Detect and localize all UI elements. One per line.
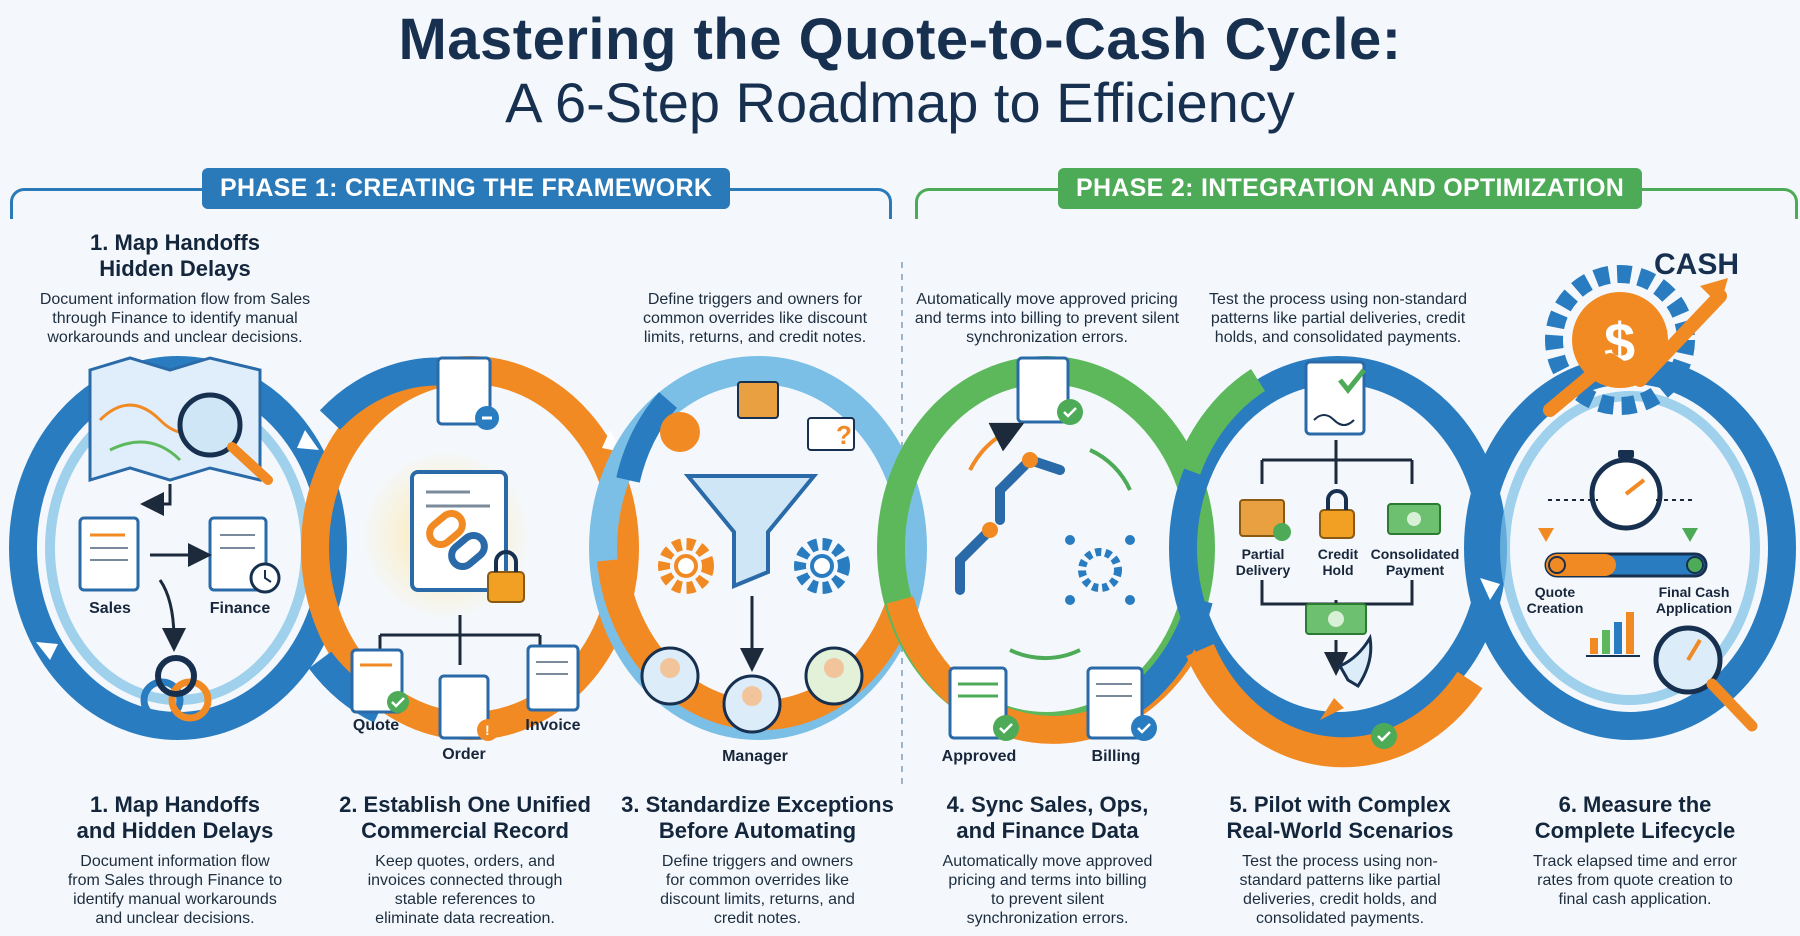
approved-pricing-doc-icon <box>1016 356 1083 425</box>
svg-text:?: ? <box>836 420 852 450</box>
step3-top-description: Define triggers and owners for common ov… <box>642 291 868 346</box>
cash-stack-icon <box>1387 503 1441 535</box>
magnifier-icon <box>177 392 273 485</box>
label-sales: Sales <box>89 600 131 617</box>
gauge-magnifier-icon <box>1653 625 1758 732</box>
step1-description: Document information flow from Sales thr… <box>67 853 283 927</box>
network-gear-icon <box>1065 535 1135 605</box>
step6-title: 6. Measure the Complete Lifecycle <box>1534 792 1736 843</box>
label-quote-creation: Quote Creation <box>1526 584 1584 616</box>
billing-document-icon <box>1086 666 1157 741</box>
label-final-cash-application: Final Cash Application <box>1655 584 1733 616</box>
cash-label: CASH <box>1654 248 1740 281</box>
step2-title: 2. Establish One Unified Commercial Reco… <box>339 792 591 843</box>
step5-title: 5. Pilot with Complex Real-World Scenari… <box>1226 792 1454 843</box>
step4-description: Automatically move approved pricing and … <box>942 853 1153 927</box>
step5-top-description: Test the process using non-standard patt… <box>1209 291 1467 346</box>
label-quote: Quote <box>352 717 400 734</box>
knot-icon <box>140 655 212 722</box>
step3-title: 3. Standardize Exceptions Before Automat… <box>621 792 894 843</box>
step3-description: Define triggers and owners for common ov… <box>660 853 855 927</box>
approved-sheet-icon <box>948 666 1019 741</box>
chain-link-icon <box>426 510 488 570</box>
phase2-label: PHASE 2: INTEGRATION AND OPTIMIZATION <box>1058 168 1643 209</box>
gear-icon-blue <box>794 538 850 594</box>
label-manager: Manager <box>722 748 788 765</box>
linked-document-icon <box>436 356 499 430</box>
label-order: Order <box>442 746 486 763</box>
quote-document-icon <box>350 648 409 714</box>
svg-text:!: ! <box>485 722 490 738</box>
phase1-label: PHASE 1: CREATING THE FRAMEWORK <box>202 168 731 209</box>
gear-icon-orange <box>658 538 714 594</box>
step1-top-description: Document information flow from Sales thr… <box>39 291 311 346</box>
ring-step6 <box>1464 356 1796 740</box>
rocket-icon <box>1320 633 1397 749</box>
label-credit-hold: Credit Hold <box>1317 546 1359 578</box>
page-title: Mastering the Quote-to-Cash Cycle: <box>398 7 1402 72</box>
label-approved: Approved <box>941 748 1017 765</box>
cash-gear-icon: $ <box>1543 265 1728 417</box>
timeline-bar-icon <box>1544 552 1708 578</box>
order-document-icon: ! <box>438 674 499 741</box>
robot-arm-icon <box>955 452 1065 595</box>
finance-document-icon <box>208 516 281 594</box>
step1-title: 1. Map Handoffs and Hidden Delays <box>76 792 274 843</box>
label-partial-delivery: Partial Delivery <box>1235 546 1291 578</box>
funnel-icon <box>683 474 819 589</box>
label-finance: Finance <box>209 600 271 617</box>
padlock-icon <box>487 550 525 603</box>
exception-icons: ? <box>660 381 855 452</box>
page-subtitle: A 6-Step Roadmap to Efficiency <box>505 71 1295 134</box>
invoice-document-icon <box>526 644 580 712</box>
step6-description: Track elapsed time and error rates from … <box>1533 853 1737 908</box>
step1-top-heading: 1. Map Handoffs Hidden Delays <box>90 230 260 281</box>
ring-step4 <box>877 356 1215 744</box>
stopwatch-icon <box>1589 450 1663 531</box>
step5-description: Test the process using non- standard pat… <box>1239 853 1441 927</box>
credit-lock-icon <box>1319 489 1355 539</box>
money-bill-icon <box>1305 603 1367 635</box>
step2-description: Keep quotes, orders, and invoices connec… <box>367 853 563 927</box>
label-invoice: Invoice <box>525 717 581 734</box>
label-billing: Billing <box>1091 748 1141 765</box>
package-icon <box>1239 499 1291 541</box>
signed-checklist-icon <box>1304 360 1366 436</box>
sales-document-icon <box>78 516 140 592</box>
step4-top-description: Automatically move approved pricing and … <box>914 291 1180 346</box>
bar-chart-icon <box>1586 612 1640 657</box>
person-avatar-icons <box>640 646 864 734</box>
step4-title: 4. Sync Sales, Ops, and Finance Data <box>946 792 1149 843</box>
label-consolidated-payment: Consolidated Payment <box>1370 546 1460 578</box>
